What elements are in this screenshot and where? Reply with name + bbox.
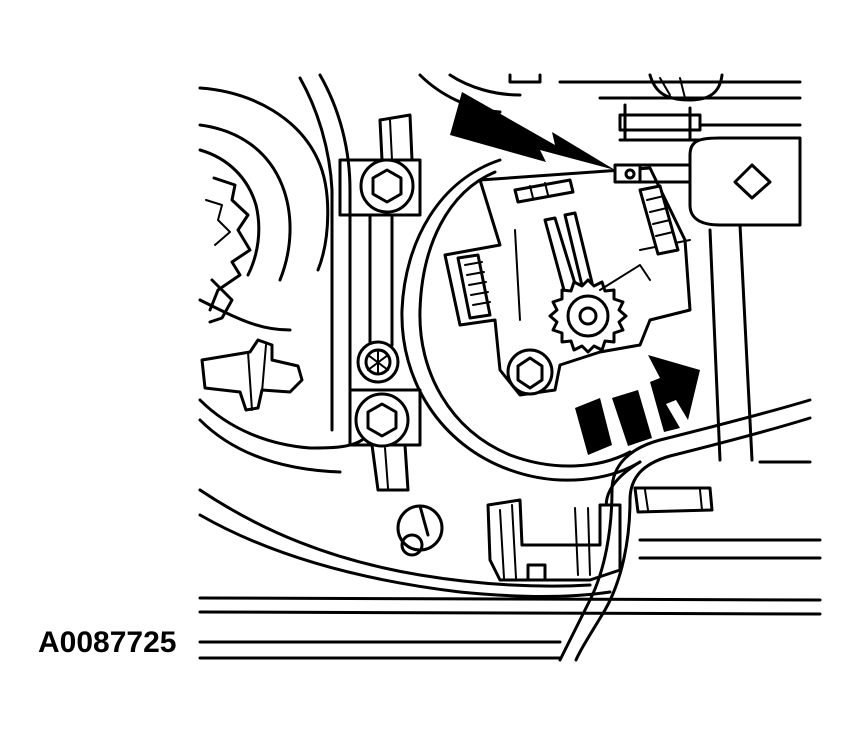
- figure-id-label: A0087725: [38, 626, 177, 659]
- arrow-right-icon: [450, 92, 615, 170]
- bulb-socket-assembly: [198, 86, 330, 332]
- lower-socket: [200, 338, 304, 412]
- bolt-head-icon: [506, 348, 554, 396]
- alignment-pin: [396, 504, 444, 557]
- wire-harness: [558, 398, 812, 662]
- bolt-middle: [356, 340, 400, 384]
- housing-outline: [198, 73, 822, 660]
- arrow-up-right-icon: [575, 355, 700, 455]
- gear-icon: [548, 264, 651, 354]
- lower-connector: [486, 486, 714, 582]
- adjuster-plate: [443, 163, 692, 397]
- bolt-upper: [359, 158, 415, 214]
- mounting-tab: [688, 136, 802, 462]
- vertical-bracket: [338, 113, 422, 492]
- bolt-lower: [354, 392, 410, 448]
